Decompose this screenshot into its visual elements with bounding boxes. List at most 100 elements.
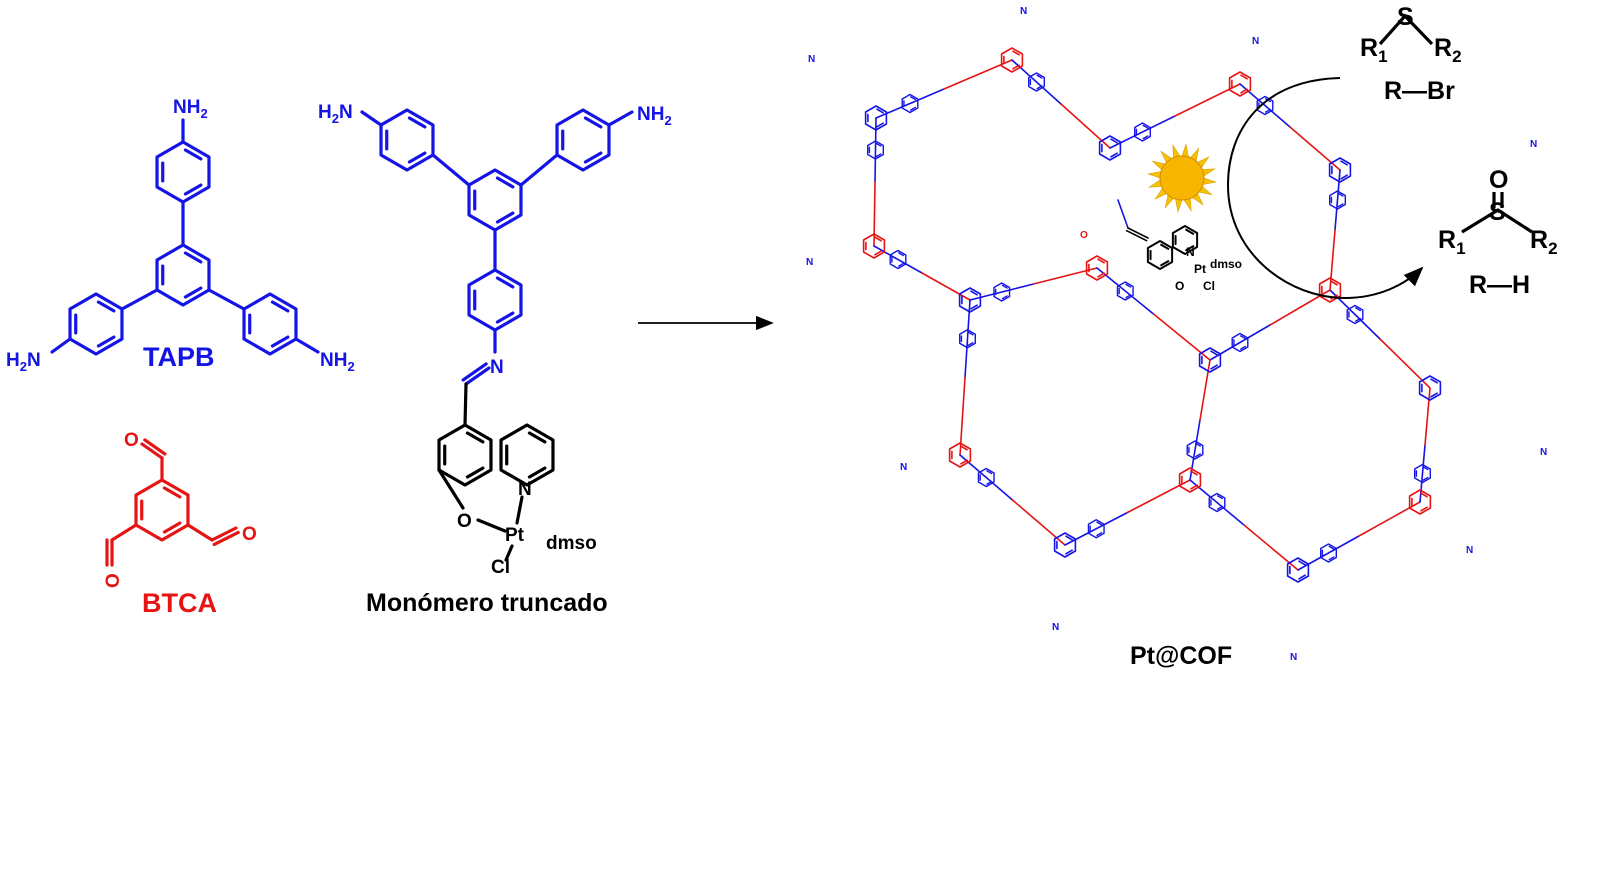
cof-linker — [874, 117, 877, 183]
double-bond — [1240, 74, 1248, 80]
quinoline-ring-b — [499, 423, 555, 487]
double-bond — [1240, 88, 1248, 94]
sulfoxide-r1: R1 — [1438, 226, 1466, 258]
bond — [110, 523, 138, 542]
monomer-oxygen: O — [457, 511, 472, 532]
cof-phenyl-ring — [993, 282, 1011, 302]
bond — [294, 337, 320, 354]
sulfide-r1: R1 — [1360, 34, 1388, 66]
double-bond — [1298, 560, 1306, 566]
btca-oxygen-right: O — [242, 524, 257, 545]
double-bond — [1430, 392, 1438, 398]
double-bond — [495, 211, 515, 224]
double-bond — [1142, 124, 1149, 129]
bond — [207, 288, 246, 311]
cof-linker — [875, 88, 945, 119]
cof-phenyl-ring — [1134, 122, 1151, 142]
double-bond — [1036, 74, 1043, 79]
double-bond — [1195, 453, 1202, 458]
double-bond — [1160, 260, 1170, 267]
double-bond — [1012, 50, 1020, 56]
cof-tapb-node — [1098, 135, 1122, 161]
cof-linker — [873, 245, 923, 274]
cof-linker — [1329, 229, 1336, 291]
cof-linker — [964, 299, 971, 379]
double-bond — [210, 526, 238, 542]
cof-tapb-node — [864, 105, 888, 131]
cof-phenyl-ring — [977, 467, 995, 488]
double-bond — [407, 116, 427, 129]
btca-label: BTCA — [142, 588, 217, 618]
double-bond — [183, 183, 203, 196]
double-bond — [407, 151, 427, 164]
double-bond — [1125, 283, 1132, 288]
sun-core — [1159, 155, 1205, 201]
cof-phenyl-ring — [889, 249, 907, 270]
double-bond — [1240, 345, 1247, 350]
tapb-nh2-right: NH2 — [320, 350, 355, 374]
cof-btca-node — [862, 233, 886, 259]
monomer-label: Monómero truncado — [366, 589, 608, 617]
double-bond — [1355, 317, 1362, 322]
cof-phenyl-ring — [1320, 543, 1337, 563]
tapb-label: TAPB — [143, 342, 215, 372]
double-bond — [183, 148, 203, 161]
cof-linker — [1199, 359, 1211, 421]
cof-linker — [1289, 126, 1341, 171]
cof-phenyl-ring — [1186, 440, 1204, 460]
double-bond — [527, 466, 547, 479]
cof-linker — [1126, 479, 1191, 514]
double-bond — [495, 311, 515, 324]
sulfoxide: O S R1 R2 — [1438, 166, 1558, 258]
double-bond — [96, 300, 116, 313]
double-bond — [1185, 228, 1195, 235]
cof-btca-node — [1318, 277, 1342, 303]
double-bond — [898, 252, 905, 257]
double-bond — [1337, 203, 1344, 208]
cof-phenyl-ring — [901, 93, 919, 114]
double-bond — [495, 176, 515, 189]
cof-linker — [1096, 267, 1155, 315]
monomer-right-ring — [555, 108, 611, 172]
cof-btca-node — [1408, 489, 1432, 515]
double-bond — [162, 486, 182, 499]
double-bond — [967, 331, 974, 336]
double-bond — [910, 106, 917, 111]
double-bond — [1036, 85, 1043, 90]
btca-oxygen-left: O — [103, 573, 124, 588]
cof-complex-dmso: dmso — [1210, 257, 1242, 271]
tapb-nh2-top: NH2 — [173, 97, 208, 121]
cof-linker — [1060, 103, 1111, 149]
cof-terminal-imine: N — [1290, 652, 1297, 663]
double-bond — [270, 335, 290, 348]
cof-quinoline-b — [1171, 225, 1199, 255]
double-bond — [910, 96, 917, 101]
sulfoxide-o: O — [1489, 166, 1508, 194]
cof-linker — [1189, 419, 1201, 481]
cof-linker — [873, 181, 876, 247]
double-bond — [1125, 229, 1148, 242]
double-bond — [1065, 535, 1073, 541]
double-bond — [465, 466, 485, 479]
cof-phenyl-ring — [1087, 519, 1105, 539]
double-bond — [874, 236, 882, 242]
cof-phenyl-ring — [1329, 190, 1346, 210]
cof-quinoline-a — [1146, 240, 1174, 270]
bond — [1117, 199, 1129, 229]
double-bond — [1127, 227, 1149, 239]
cof-phenyl-ring — [1116, 281, 1134, 301]
cof-linker — [943, 59, 1013, 90]
double-bond — [96, 335, 116, 348]
cof-tapb-node — [1053, 532, 1077, 558]
double-bond — [1328, 556, 1335, 561]
double-bond — [1265, 108, 1272, 113]
bond — [437, 468, 465, 510]
double-bond — [970, 290, 978, 296]
cof-btca-node — [1085, 255, 1109, 281]
double-bond — [1190, 470, 1198, 476]
tapb-molecule: NH2 H2N NH2 TAPB — [6, 97, 355, 374]
cof-linker — [1011, 59, 1062, 105]
double-bond — [1001, 284, 1008, 289]
cof-phenyl-ring — [1028, 72, 1045, 92]
